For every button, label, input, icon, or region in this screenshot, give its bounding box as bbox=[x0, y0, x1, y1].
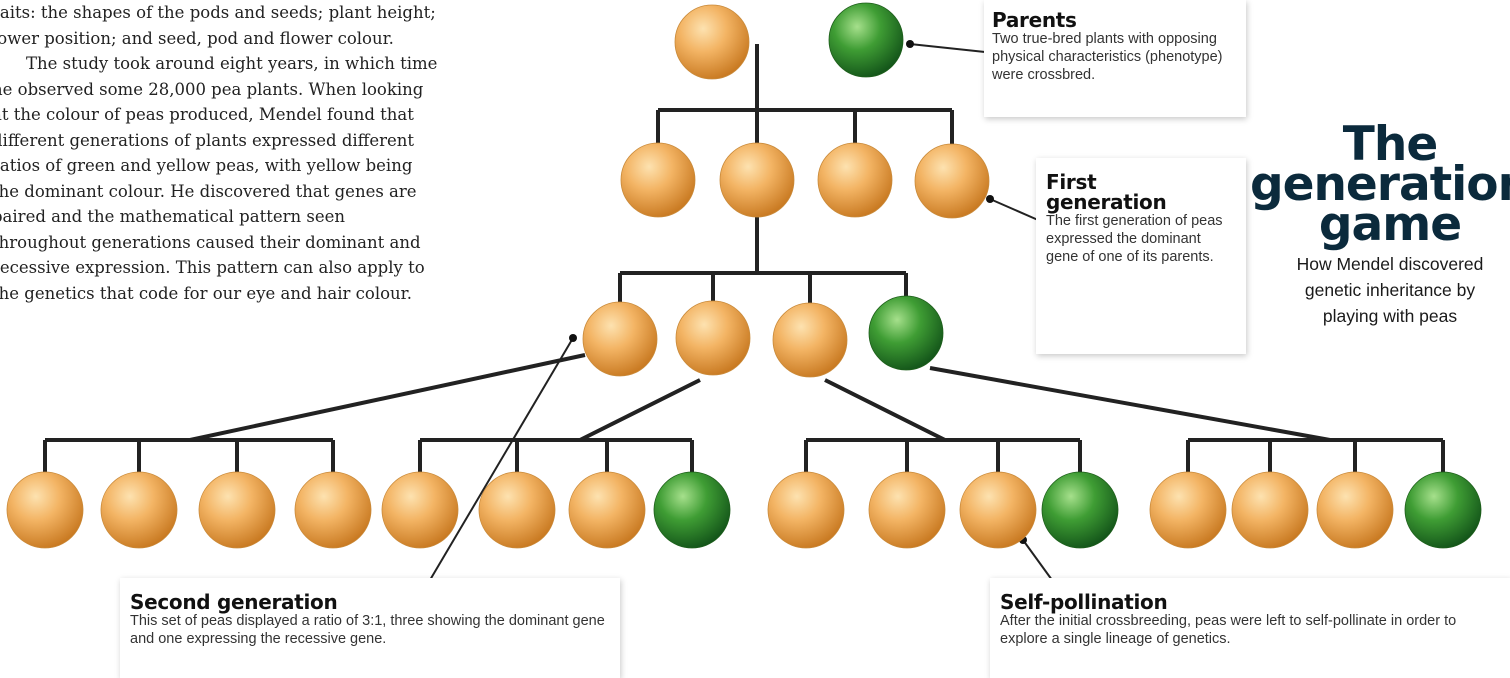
pea-group bbox=[6, 2, 1482, 549]
body-line-1: raits: the shapes of the pods and seeds;… bbox=[0, 3, 436, 22]
body-paragraph-line-10: the genetics that code for our eye and h… bbox=[0, 283, 413, 303]
body-paragraph-line-8: throughout generations caused their domi… bbox=[0, 232, 421, 252]
third-generation-pea bbox=[1404, 471, 1482, 549]
diagonal-line-group-3 bbox=[824, 378, 946, 442]
body-paragraph-line-5: ratios of green and yellow peas, with ye… bbox=[0, 156, 413, 175]
third-generation-pea bbox=[1041, 471, 1119, 549]
body-paragraph-line-3: at the colour of peas produced, Mendel f… bbox=[0, 105, 414, 124]
subtitle-line-2: genetic inheritance by bbox=[1304, 280, 1476, 300]
third-generation-pea bbox=[294, 471, 372, 549]
feature-title-block: The generation game How Mendel discovere… bbox=[1240, 117, 1510, 329]
self-pollination-callout: Self-pollination After the initial cross… bbox=[990, 578, 1510, 678]
third-generation-pea bbox=[198, 471, 276, 549]
first-generation-text: The first generation of peas expressed t… bbox=[1046, 213, 1223, 265]
title-line-2: generation bbox=[1249, 157, 1510, 212]
body-paragraph-line-2: he observed some 28,000 pea plants. When… bbox=[0, 79, 424, 99]
second-generation-callout: Second generation This set of peas displ… bbox=[120, 578, 620, 678]
parents-text: Two true-bred plants with opposing physi… bbox=[992, 31, 1223, 83]
first-generation-pea bbox=[817, 142, 893, 218]
second-generation-pea bbox=[868, 295, 944, 371]
first-generation-callout: First generation The first generation of… bbox=[1036, 158, 1246, 354]
third-generation-pea bbox=[568, 471, 646, 549]
callout-pointers bbox=[429, 40, 1053, 581]
third-generation-pea bbox=[6, 471, 84, 549]
first-generation-heading: First generation bbox=[1046, 170, 1167, 214]
diagonal-line-group-2 bbox=[579, 378, 701, 442]
first-generation-pea bbox=[620, 142, 696, 218]
third-generation-pea bbox=[1231, 471, 1309, 549]
third-generation-pea bbox=[653, 471, 731, 549]
parents-pointer-dot bbox=[906, 40, 914, 48]
first-generation-pea bbox=[914, 143, 990, 219]
third-generation-pea bbox=[1316, 471, 1394, 549]
third-generation-pea bbox=[478, 471, 556, 549]
body-paragraph-line-7: paired and the mathematical pattern seen bbox=[0, 207, 345, 226]
third-generation-pea bbox=[1149, 471, 1227, 549]
third-generation-pea bbox=[868, 471, 946, 549]
second-generation-pea bbox=[772, 302, 848, 378]
third-generation-pea bbox=[381, 471, 459, 549]
diagonal-line-group-4 bbox=[929, 366, 1331, 442]
second-generation-pea bbox=[582, 301, 658, 377]
body-paragraph-line-1: The study took around eight years, in wh… bbox=[26, 54, 438, 73]
parent-pea bbox=[674, 4, 750, 80]
third-generation-pea bbox=[959, 471, 1037, 549]
third-generation-pea bbox=[767, 471, 845, 549]
parents-heading: Parents bbox=[992, 8, 1077, 32]
title-line-3: game bbox=[1318, 197, 1462, 252]
body-paragraph-line-9: recessive expression. This pattern can a… bbox=[0, 258, 425, 277]
body-paragraph-line-6: the dominant colour. He discovered that … bbox=[0, 181, 417, 201]
second-gen-pointer-line bbox=[429, 337, 574, 581]
first-gen-pointer-line bbox=[989, 198, 1039, 221]
title-line-1: The bbox=[1342, 117, 1438, 172]
first-gen-pointer-dot bbox=[986, 195, 994, 203]
first-generation-pea bbox=[719, 142, 795, 218]
second-generation-heading: Second generation bbox=[130, 590, 338, 614]
body-paragraph-line-4: different generations of plants expresse… bbox=[0, 130, 415, 150]
self-pollination-text: After the initial crossbreeding, peas we… bbox=[1000, 613, 1457, 647]
third-generation-pea bbox=[100, 471, 178, 549]
body-line-2: lower position; and seed, pod and flower… bbox=[0, 28, 394, 48]
parents-pointer-line bbox=[909, 43, 986, 53]
article-body-text: raits: the shapes of the pods and seeds;… bbox=[0, 0, 512, 306]
second-gen-pointer-dot bbox=[569, 334, 577, 342]
self-pollination-heading: Self-pollination bbox=[1000, 590, 1168, 614]
second-generation-pea bbox=[675, 300, 751, 376]
subtitle-line-3: playing with peas bbox=[1322, 306, 1458, 326]
parent-pea bbox=[828, 2, 904, 78]
subtitle-line-1: How Mendel discovered bbox=[1296, 254, 1484, 274]
diagonal-line-group-1 bbox=[189, 353, 586, 442]
parents-callout: Parents Two true-bred plants with opposi… bbox=[984, 0, 1246, 117]
self-pollination-pointer-line bbox=[1022, 539, 1053, 581]
second-generation-text: This set of peas displayed a ratio of 3:… bbox=[130, 613, 605, 647]
